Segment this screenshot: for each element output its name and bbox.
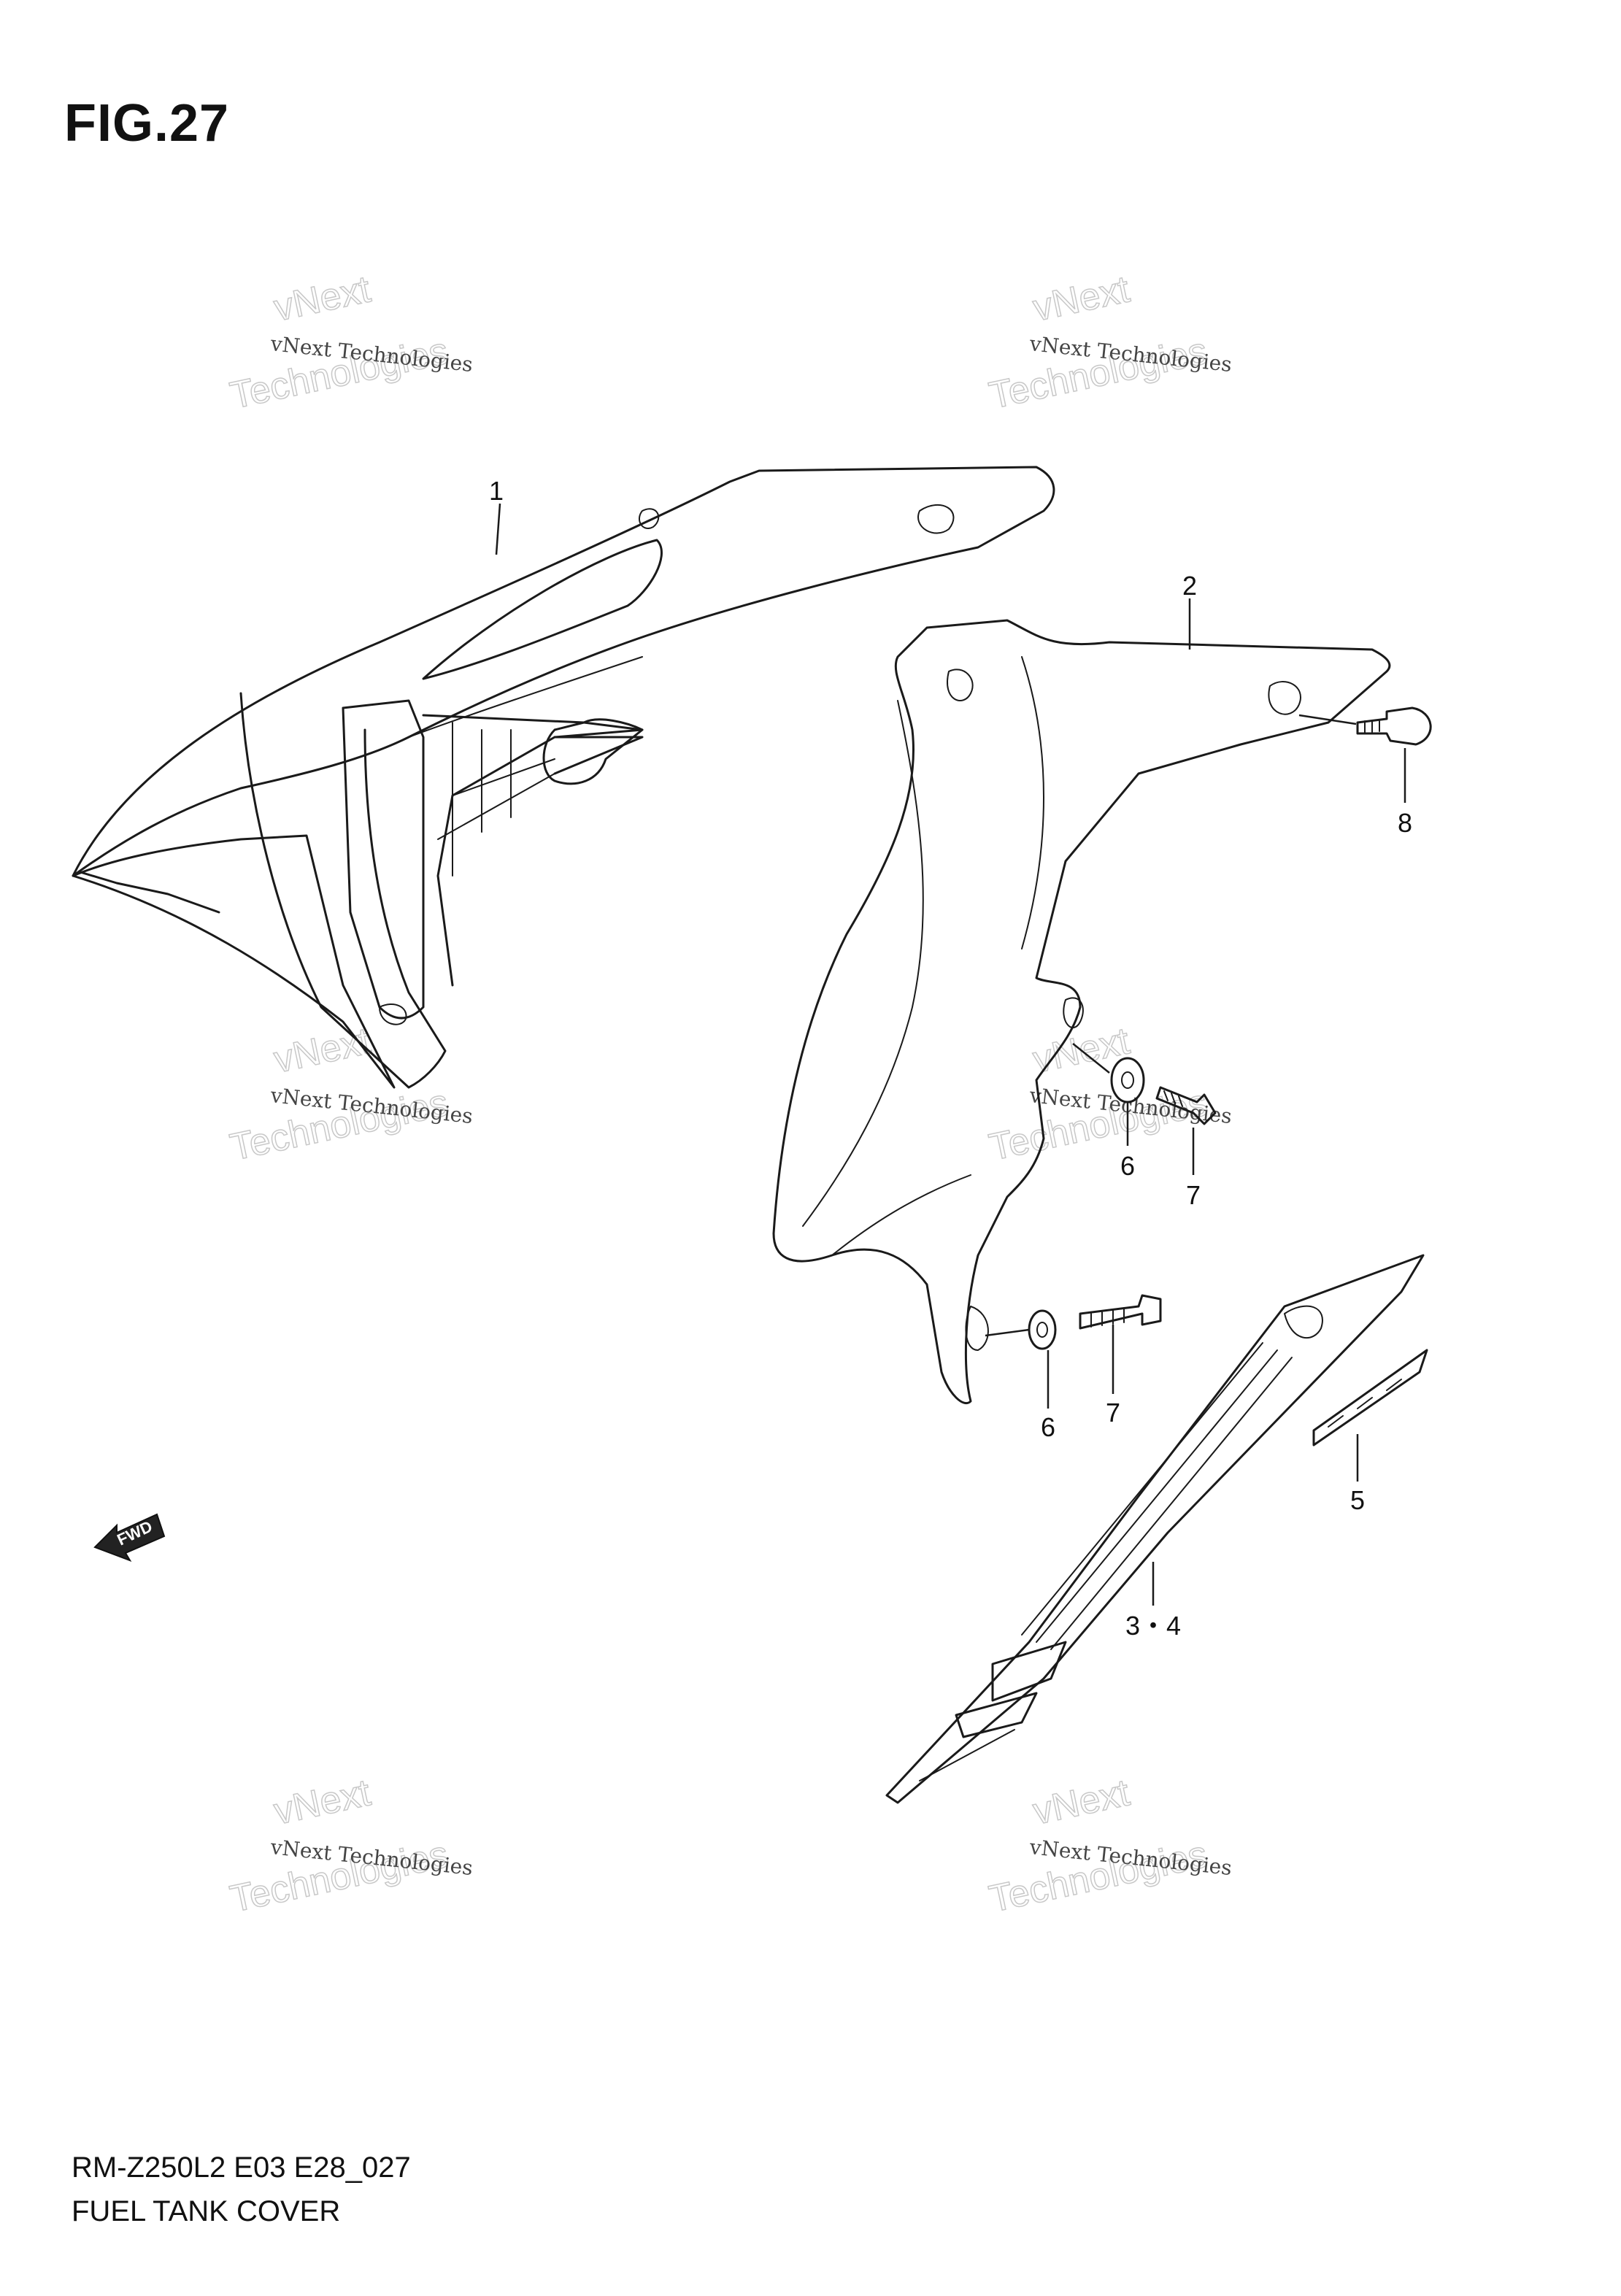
svg-text:vNext: vNext [1029,1771,1133,1833]
callout-6-lower: 6 [1041,1412,1055,1442]
figure-title: FIG.27 [64,94,230,153]
svg-text:vNext: vNext [270,1020,374,1081]
part-2-right-shroud [772,619,1391,1404]
part-7-upper-bolt [1155,1086,1217,1125]
callout-5: 5 [1350,1485,1365,1515]
part-5-emblem [1312,1349,1428,1446]
part-3-4-cover-strip [885,1254,1425,1804]
part-8-screw [1356,706,1432,746]
svg-text:vNext: vNext [270,1771,374,1833]
callout-6-upper: 6 [1120,1151,1135,1181]
leader-lines [495,503,1406,1606]
svg-text:vNext: vNext [1029,268,1133,329]
callout-7-upper: 7 [1186,1180,1201,1210]
watermark-top-left: vNext Technologies vNext Technologies [226,268,474,418]
section-name: FUEL TANK COVER [72,2195,341,2227]
model-code: RM-Z250L2 E03 E28_027 [72,2151,411,2184]
callout-7-lower: 7 [1106,1398,1120,1428]
watermark-mid-left: vNext Technologies vNext Technologies [226,1020,474,1170]
callout-8: 8 [1398,808,1412,838]
svg-text:vNext: vNext [270,268,374,329]
fwd-direction-arrow: FWD [93,1513,166,1562]
watermark-bottom-left: vNext Technologies vNext Technologies [226,1771,474,1922]
part-7-lower-bolt [1079,1294,1162,1330]
part-1-left-shroud [72,466,1055,1089]
callout-2: 2 [1182,571,1197,601]
callout-3-4: 3・4 [1125,1611,1181,1641]
watermark-mid-right: vNext Technologies vNext Technologies [985,1020,1233,1170]
watermark-top-right: vNext Technologies vNext Technologies [985,268,1233,418]
part-6-lower-washer [1028,1309,1057,1350]
watermark-bottom-right: vNext Technologies vNext Technologies [985,1771,1233,1922]
callout-1: 1 [489,476,504,506]
